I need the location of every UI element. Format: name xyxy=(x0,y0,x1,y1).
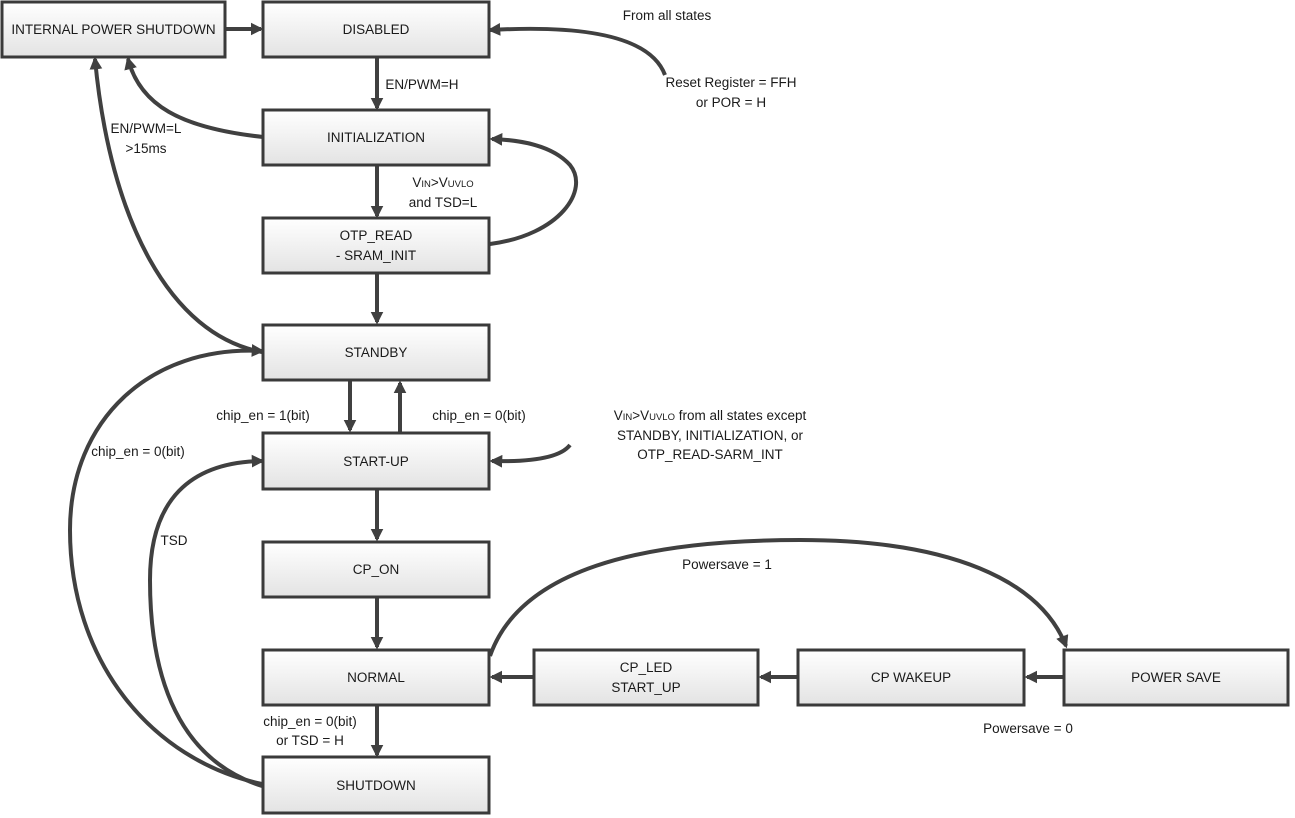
node-power-save-label: POWER SAVE xyxy=(1131,670,1221,685)
node-otp-read[interactable]: OTP_READ - SRAM_INIT xyxy=(261,216,491,275)
node-cp-on[interactable]: CP_ON xyxy=(261,540,491,599)
node-cp-led-start-up[interactable]: CP_LED START_UP xyxy=(532,648,760,707)
edge-shutdown-to-startup xyxy=(147,454,265,788)
label-vin-except-3: OTP_READ-SARM_INT xyxy=(637,447,783,462)
label-en-pwm-h: EN/PWM=H xyxy=(385,77,458,92)
edge-otp-to-initialization xyxy=(489,132,578,246)
label-chip-en-or-1: chip_en = 0(bit) xyxy=(263,714,356,729)
node-initialization-label: INITIALIZATION xyxy=(327,130,425,145)
node-internal-power-shutdown-label: INTERNAL POWER SHUTDOWN xyxy=(11,22,215,37)
node-cp-led-label-1: CP_LED xyxy=(620,660,673,675)
label-en-pwm-l-1: EN/PWM=L xyxy=(111,121,182,136)
node-cp-led-label-2: START_UP xyxy=(611,680,680,695)
node-internal-power-shutdown[interactable]: INTERNAL POWER SHUTDOWN xyxy=(0,0,227,59)
edge-all-states-to-startup xyxy=(489,443,572,468)
label-tsd: TSD xyxy=(161,533,188,548)
label-reset-register-2: or POR = H xyxy=(696,95,766,110)
node-disabled-label: DISABLED xyxy=(343,22,410,37)
label-chip-en-0-right: chip_en = 0(bit) xyxy=(432,408,525,423)
node-otp-read-label-1: OTP_READ xyxy=(340,228,413,243)
node-power-save[interactable]: POWER SAVE xyxy=(1062,648,1290,707)
node-standby-label: STANDBY xyxy=(345,345,408,360)
edge-all-states-to-disabled xyxy=(487,23,667,76)
edge-labels: From all states Reset Register = FFH or … xyxy=(91,8,1073,748)
node-cp-on-label: CP_ON xyxy=(353,562,400,577)
node-cp-wakeup-label: CP WAKEUP xyxy=(871,670,951,685)
label-chip-en-0-left: chip_en = 0(bit) xyxy=(91,444,184,459)
label-chip-en-or-2: or TSD = H xyxy=(276,733,344,748)
label-en-pwm-l-2: >15ms xyxy=(126,141,167,156)
label-from-all-states: From all states xyxy=(623,8,712,23)
label-chip-en-1: chip_en = 1(bit) xyxy=(216,408,309,423)
node-start-up[interactable]: START-UP xyxy=(261,431,491,491)
node-standby[interactable]: STANDBY xyxy=(261,323,491,382)
node-start-up-label: START-UP xyxy=(343,454,409,469)
node-shutdown[interactable]: SHUTDOWN xyxy=(261,755,491,815)
edge-shutdown-to-standby xyxy=(67,344,265,786)
label-and-tsd-l: and TSD=L xyxy=(409,195,478,210)
node-normal-label: NORMAL xyxy=(347,670,405,685)
node-disabled[interactable]: DISABLED xyxy=(261,0,491,59)
label-reset-register-1: Reset Register = FFH xyxy=(666,75,797,90)
node-normal[interactable]: NORMAL xyxy=(261,648,491,707)
node-cp-wakeup[interactable]: CP WAKEUP xyxy=(796,648,1026,707)
edge-standby-to-ips xyxy=(89,56,263,354)
label-powersave-0: Powersave = 0 xyxy=(983,721,1073,736)
node-shutdown-label: SHUTDOWN xyxy=(336,778,416,793)
edge-initialization-to-ips xyxy=(124,56,264,139)
node-otp-read-label-2: - SRAM_INIT xyxy=(336,248,416,263)
edges xyxy=(67,22,1069,788)
label-vin-except-2: STANDBY, INITIALIZATION, or xyxy=(617,428,804,443)
label-vin-uvlo: VIN>VUVLO xyxy=(412,175,473,190)
node-initialization[interactable]: INITIALIZATION xyxy=(261,108,491,167)
edge-normal-to-powersave xyxy=(488,537,1069,657)
label-powersave-1: Powersave = 1 xyxy=(682,557,772,572)
label-vin-except-1: VIN>VUVLO from all states except xyxy=(614,408,807,423)
